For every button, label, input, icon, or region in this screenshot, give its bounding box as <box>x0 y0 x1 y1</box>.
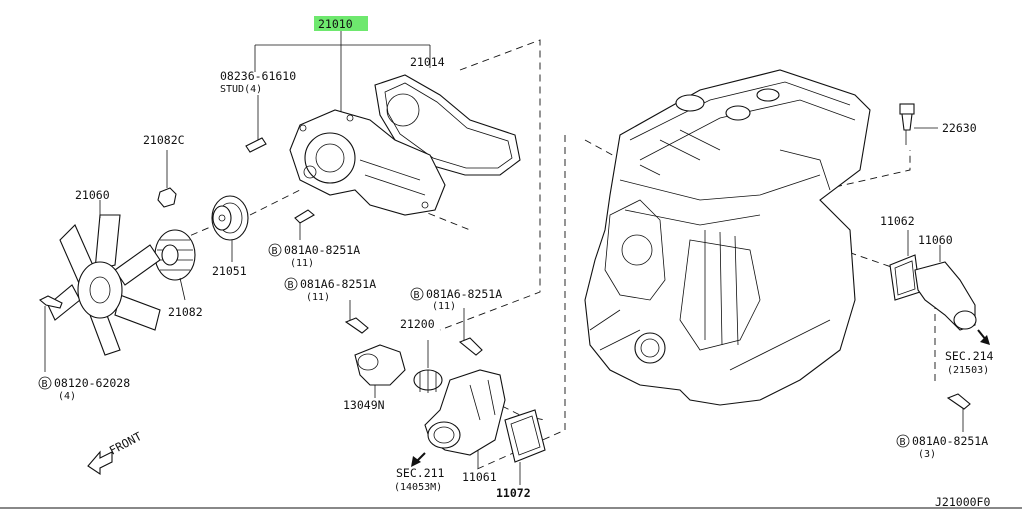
label-bolt-b-code: 081A6-8251A <box>300 277 376 291</box>
bolt-right <box>458 308 483 356</box>
inlet-gasket <box>504 409 546 485</box>
assembly-highlight <box>314 16 368 31</box>
bolt-symbol-outlet <box>896 434 910 448</box>
assembly-bracket <box>254 31 431 118</box>
temp-sensor <box>899 103 938 145</box>
label-front: FRONT <box>107 429 144 458</box>
thermostat <box>413 340 443 393</box>
pulley <box>211 195 249 262</box>
pump-bolt <box>294 209 315 240</box>
label-bolt-b-qty: (11) <box>306 292 330 303</box>
label-sensor: 22630 <box>942 121 977 135</box>
water-outlet <box>914 245 977 331</box>
fan-clutch <box>154 229 196 301</box>
label-water-outlet: 11060 <box>918 233 953 247</box>
label-fan-bolt-qty: (4) <box>58 391 76 402</box>
label-outlet-gasket: 11062 <box>880 214 915 228</box>
label-stud-part: 08236-61610 <box>220 69 296 83</box>
label-thermostat: 21200 <box>400 317 435 331</box>
label-water-inlet: 13049N <box>343 398 385 412</box>
engine-block <box>584 69 871 406</box>
label-fan-nut: 21082C <box>143 133 185 147</box>
label-assembly: 21010 <box>318 17 353 31</box>
bolt-symbol-fan <box>38 376 52 390</box>
bolt-symbol-c <box>410 287 424 301</box>
bolt-symbol-c-letter: B <box>414 290 420 301</box>
label-sec211-ref: (14053M) <box>394 482 442 493</box>
label-bolt-c-code: 081A6-8251A <box>426 287 502 301</box>
fan-nut <box>157 150 177 208</box>
bolt-symbol-outlet-letter: B <box>900 437 906 448</box>
inlet-housing <box>424 369 506 468</box>
outlet-bolt <box>946 393 971 432</box>
bolt-symbol-b-letter: B <box>288 280 294 291</box>
bolt-symbol-fan-letter: B <box>42 379 48 390</box>
sec214-arrow <box>977 329 990 345</box>
outlet-gasket <box>889 230 921 301</box>
label-inlet-housing: 11061 <box>462 470 497 484</box>
label-bolt-a-code: 081A0-8251A <box>284 243 360 257</box>
label-bolt-a-qty: (11) <box>290 258 314 269</box>
label-bolt-c-qty: (11) <box>432 301 456 312</box>
fan-bolt <box>39 295 63 372</box>
label-inlet-gasket: 11072 <box>496 486 531 500</box>
label-fan-clutch: 21082 <box>168 305 203 319</box>
sec211-arrow <box>411 452 426 467</box>
label-fan-bolt-code: 08120-62028 <box>54 376 130 390</box>
label-sec214-ref: (21503) <box>947 365 989 376</box>
bolt-symbol-b <box>284 277 298 291</box>
water-pump <box>289 109 446 216</box>
label-pulley: 21051 <box>212 264 247 278</box>
label-diagram-code: J21000F0 <box>935 495 990 509</box>
front-arrow <box>87 450 113 476</box>
fan-blade <box>47 200 161 356</box>
label-sec214: SEC.214 <box>945 349 994 363</box>
bolt-symbol-a <box>268 243 282 257</box>
bolt-symbol-a-letter: B <box>272 246 278 257</box>
label-sec211: SEC.211 <box>396 466 445 480</box>
label-stud-qty: STUD(4) <box>220 84 262 95</box>
label-outlet-bolt-qty: (3) <box>918 449 936 460</box>
water-inlet <box>354 344 406 398</box>
bolt-left <box>344 300 369 334</box>
stud <box>245 95 267 153</box>
label-fan-blade: 21060 <box>75 188 110 202</box>
label-gasket-cover: 21014 <box>410 55 445 69</box>
label-outlet-bolt-code: 081A0-8251A <box>912 434 988 448</box>
